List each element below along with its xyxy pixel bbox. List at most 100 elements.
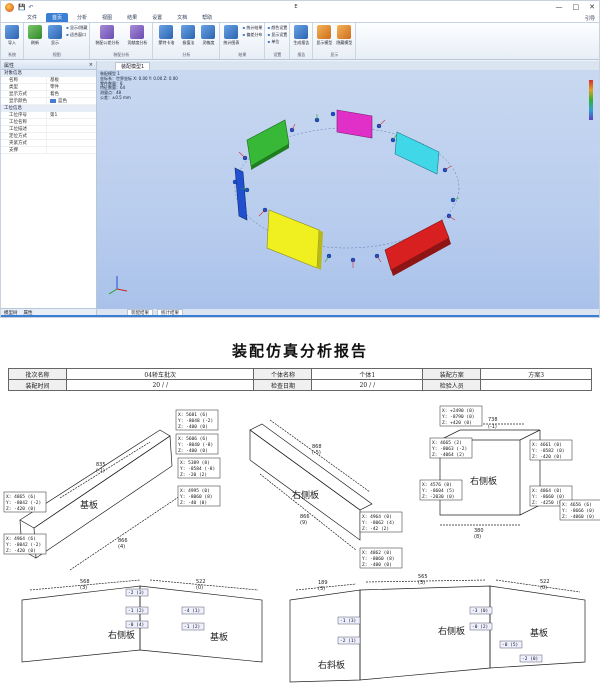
prop-value[interactable]: 着色 <box>50 91 59 97</box>
prop-row[interactable]: 定位方式 <box>1 133 96 140</box>
prop-row[interactable]: 工位描述 <box>1 126 96 133</box>
coord-annotation-line: X: +2490 (0) <box>442 408 475 414</box>
dim-line <box>365 579 487 583</box>
guide-link[interactable]: 引导 <box>584 16 595 22</box>
prop-value[interactable]: 基板 <box>50 77 59 83</box>
right-beam-face <box>249 429 361 541</box>
hide-model-button[interactable]: 隐藏模型 <box>335 25 353 46</box>
document-tab[interactable]: 装配模型1 <box>115 62 151 70</box>
part-label: 右侧板 <box>470 475 497 487</box>
part-green-edge <box>251 144 289 170</box>
prop-value[interactable] <box>47 119 96 125</box>
part-magenta[interactable] <box>336 109 373 139</box>
prop-row[interactable]: 工位序号第1 <box>1 112 96 119</box>
prop-row[interactable]: 类型零件 <box>1 84 96 91</box>
prop-value[interactable] <box>47 140 96 146</box>
display-label: 显示 <box>51 40 59 45</box>
deviation-label: -3 (0) <box>472 608 488 614</box>
prop-value[interactable]: 零件 <box>50 84 59 90</box>
worst-case-button[interactable]: 极值法 <box>179 25 197 46</box>
dim-label: 568 <box>80 579 90 585</box>
color-setting-button[interactable]: 颜色设置 <box>267 25 287 31</box>
fit-window-button[interactable]: 适合窗口 <box>66 32 87 38</box>
panel-close-icon[interactable]: × <box>88 62 93 68</box>
menu-tab-analysis[interactable]: 分析 <box>77 15 88 21</box>
section-station-info[interactable]: 工位信息 <box>1 105 96 112</box>
coord-annotation-line: Y: -8604 (5) <box>422 488 455 494</box>
tolerance-analysis-button[interactable]: 装配公差分析 <box>92 25 122 46</box>
sensitivity-button[interactable]: 灵敏度 <box>199 25 217 46</box>
section-object-info[interactable]: 对象信息 <box>1 70 96 77</box>
coord-annotation-line: X: 4862 (0) <box>362 550 392 556</box>
contribution-button[interactable]: 贡献度分析 <box>124 25 150 46</box>
prop-row[interactable]: 显示颜色蓝色 <box>1 98 96 105</box>
refresh-button[interactable]: 刷新 <box>26 25 44 46</box>
prop-row[interactable]: 显示方式着色 <box>1 91 96 98</box>
toggle-visibility-button[interactable]: 显示/隐藏 <box>66 25 87 31</box>
chart-icon <box>224 25 239 39</box>
undo-icon[interactable]: ↶ <box>28 3 34 11</box>
display-setting-button[interactable]: 显示设置 <box>267 32 287 38</box>
assembly-model[interactable] <box>97 70 599 300</box>
part-cyan[interactable] <box>394 131 440 175</box>
ribbon-group-show: 显示模型 隐藏模型 显示 <box>313 23 357 59</box>
stat-result-button[interactable]: 统计结果 <box>242 25 262 31</box>
dim-line <box>29 579 141 591</box>
deviation-label: -2 (0) <box>522 656 538 662</box>
part-label: 基板 <box>530 627 548 639</box>
dim-label: 522 <box>540 579 550 585</box>
minimize-button[interactable]: — <box>555 3 563 11</box>
tab-model-tree[interactable]: 模型树 <box>4 311 18 316</box>
display-button[interactable]: 显示 <box>46 25 64 46</box>
close-button[interactable]: ✕ <box>589 3 595 11</box>
report-button[interactable]: 生成报告 <box>292 25 310 46</box>
menu-tab-home[interactable]: 首页 <box>46 13 69 22</box>
table-cell: 方案3 <box>480 368 592 380</box>
coord-annotation-line: Z: -4064 (2) <box>432 452 465 458</box>
part-yellow[interactable] <box>266 209 320 269</box>
prop-value[interactable] <box>47 147 96 153</box>
prop-value[interactable]: 蓝色 <box>47 98 96 104</box>
dim-label: (-5) <box>312 450 321 456</box>
coord-annotation-box <box>177 457 221 479</box>
coord-annotation-box <box>559 499 600 521</box>
color-swatch <box>50 99 56 103</box>
ribbon-group-label: 报告 <box>297 52 306 57</box>
monte-carlo-button[interactable]: 蒙特卡洛 <box>155 25 177 46</box>
property-grid: 对象信息 名称基板 类型零件 显示方式着色 显示颜色蓝色 工位信息 工位序号第1… <box>1 70 96 308</box>
tab-properties[interactable]: 属性 <box>23 311 33 316</box>
maximize-button[interactable]: □ <box>572 3 580 11</box>
menu-tab-view[interactable]: 视图 <box>102 15 113 21</box>
prop-row[interactable]: 夹紧方式 <box>1 140 96 147</box>
prop-value[interactable] <box>47 126 96 132</box>
prop-key: 名称 <box>1 77 47 83</box>
app-logo-icon[interactable] <box>5 2 14 12</box>
show-model-button[interactable]: 显示模型 <box>315 25 333 46</box>
prop-row[interactable]: 支撑 <box>1 147 96 154</box>
ribbon-group-assembly: 装配公差分析 贡献度分析 装配分析 <box>90 23 154 59</box>
prop-value[interactable]: 第1 <box>50 112 58 118</box>
prop-value[interactable] <box>47 133 96 139</box>
prop-row[interactable]: 工位名称 <box>1 119 96 126</box>
save-icon[interactable]: 💾 <box>18 3 26 11</box>
unit-button[interactable]: 单位 <box>267 39 287 45</box>
menu-tab-file[interactable]: 文件 <box>27 15 38 21</box>
deviation-label: -1 (3) <box>340 618 356 624</box>
dim-line <box>259 473 357 551</box>
coord-annotation-line: Z: -420 (0) <box>6 548 36 554</box>
menu-tab-docs[interactable]: 文档 <box>177 15 188 21</box>
import-button[interactable]: 导入 <box>3 25 21 46</box>
menu-tab-result[interactable]: 结果 <box>127 15 138 21</box>
coord-annotation-line: Y: -8042 (-2) <box>6 500 41 506</box>
menu-tab-help[interactable]: 帮助 <box>202 15 213 21</box>
3d-viewport[interactable]: 装配模型 1 坐标系：世界坐标 X: 0.00 Y: 0.00 Z: 0.00 … <box>97 70 599 309</box>
ribbon-group-label: 结果 <box>238 52 247 57</box>
menu-tab-settings[interactable]: 设置 <box>152 15 163 21</box>
coord-annotation-line: Y: -8790 (0) <box>442 414 475 420</box>
ribbon-group-label: 显示 <box>330 52 339 57</box>
deviation-button[interactable]: 偏差分布 <box>242 32 262 38</box>
part-blue[interactable] <box>234 167 248 221</box>
axis-triad-icon <box>108 276 128 295</box>
chart-button[interactable]: 统计图表 <box>222 25 240 46</box>
prop-row[interactable]: 名称基板 <box>1 77 96 84</box>
